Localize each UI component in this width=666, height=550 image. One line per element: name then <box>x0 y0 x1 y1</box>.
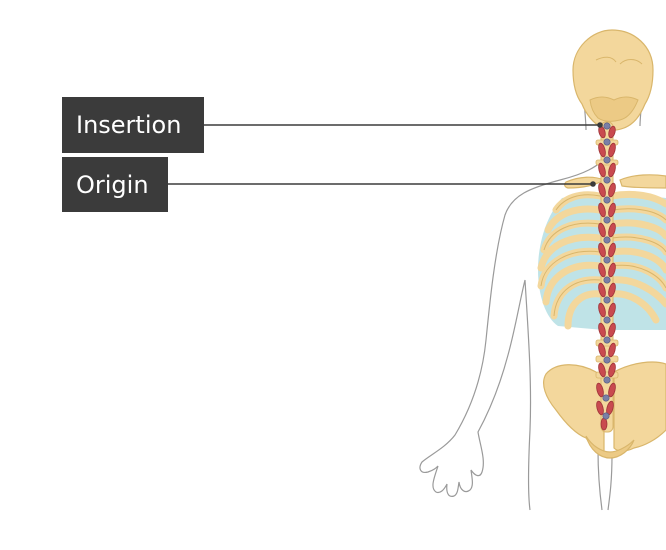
skull <box>572 29 654 131</box>
spinous-processes <box>602 122 611 420</box>
origin-label: Origin <box>62 157 168 212</box>
shoulder-girdle <box>564 174 666 189</box>
insertion-leader-dot <box>597 122 603 128</box>
origin-leader-dot <box>590 181 596 187</box>
pelvis <box>543 361 666 459</box>
rib-cage <box>537 190 666 330</box>
muscle-bundles <box>596 125 616 431</box>
leader-lines <box>168 122 603 187</box>
insertion-label: Insertion <box>62 97 204 153</box>
